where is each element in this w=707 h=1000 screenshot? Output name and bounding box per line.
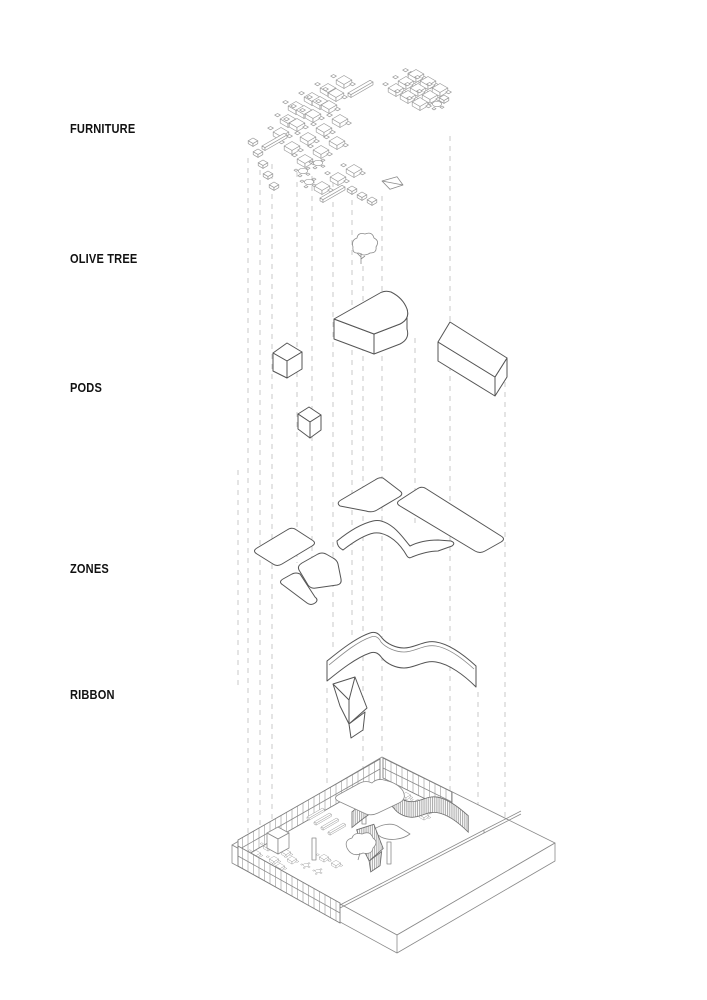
base-model: [231, 756, 556, 954]
layer-label-furniture: FURNITURE: [70, 121, 136, 136]
interior-canopy: [335, 779, 405, 816]
layer-label-zones: ZONES: [70, 561, 109, 576]
furniture-meeting-cluster: [382, 68, 452, 111]
pod-cube-small: [297, 406, 322, 439]
zone-left: [254, 527, 315, 566]
zone-wavy-band: [336, 520, 455, 559]
pod-bar-right: [437, 321, 508, 397]
terrace-step: [339, 810, 522, 909]
interior: [247, 779, 469, 879]
furniture-layer: [247, 68, 452, 206]
zones-layer: [254, 477, 504, 605]
ribbon-layer: [326, 631, 477, 739]
zone-top: [337, 477, 403, 513]
zone-mid-bottom: [297, 552, 342, 589]
glazed-wall-sw: [237, 845, 341, 924]
zone-small: [280, 572, 318, 605]
pod-cube-left: [272, 342, 303, 379]
olive-tree-layer: [352, 232, 378, 264]
pod-rounded-large: [333, 290, 409, 355]
zone-right: [397, 486, 504, 553]
interior-pod-box: [266, 826, 290, 855]
flag-arrow-shape: [381, 176, 404, 190]
ribbon-flap: [332, 676, 368, 739]
ribbon-top-face-edge: [328, 635, 475, 670]
interior-olive-tree: [345, 832, 377, 861]
layer-label-olive-tree: OLIVE TREE: [70, 251, 138, 266]
layer-label-pods: PODS: [70, 380, 103, 395]
ribbon-band: [326, 631, 477, 688]
pods-layer: [272, 290, 508, 439]
interior-ramp-curve: [371, 823, 411, 840]
layer-label-ribbon: RIBBON: [70, 687, 115, 702]
furniture-main-cluster: [247, 74, 378, 206]
